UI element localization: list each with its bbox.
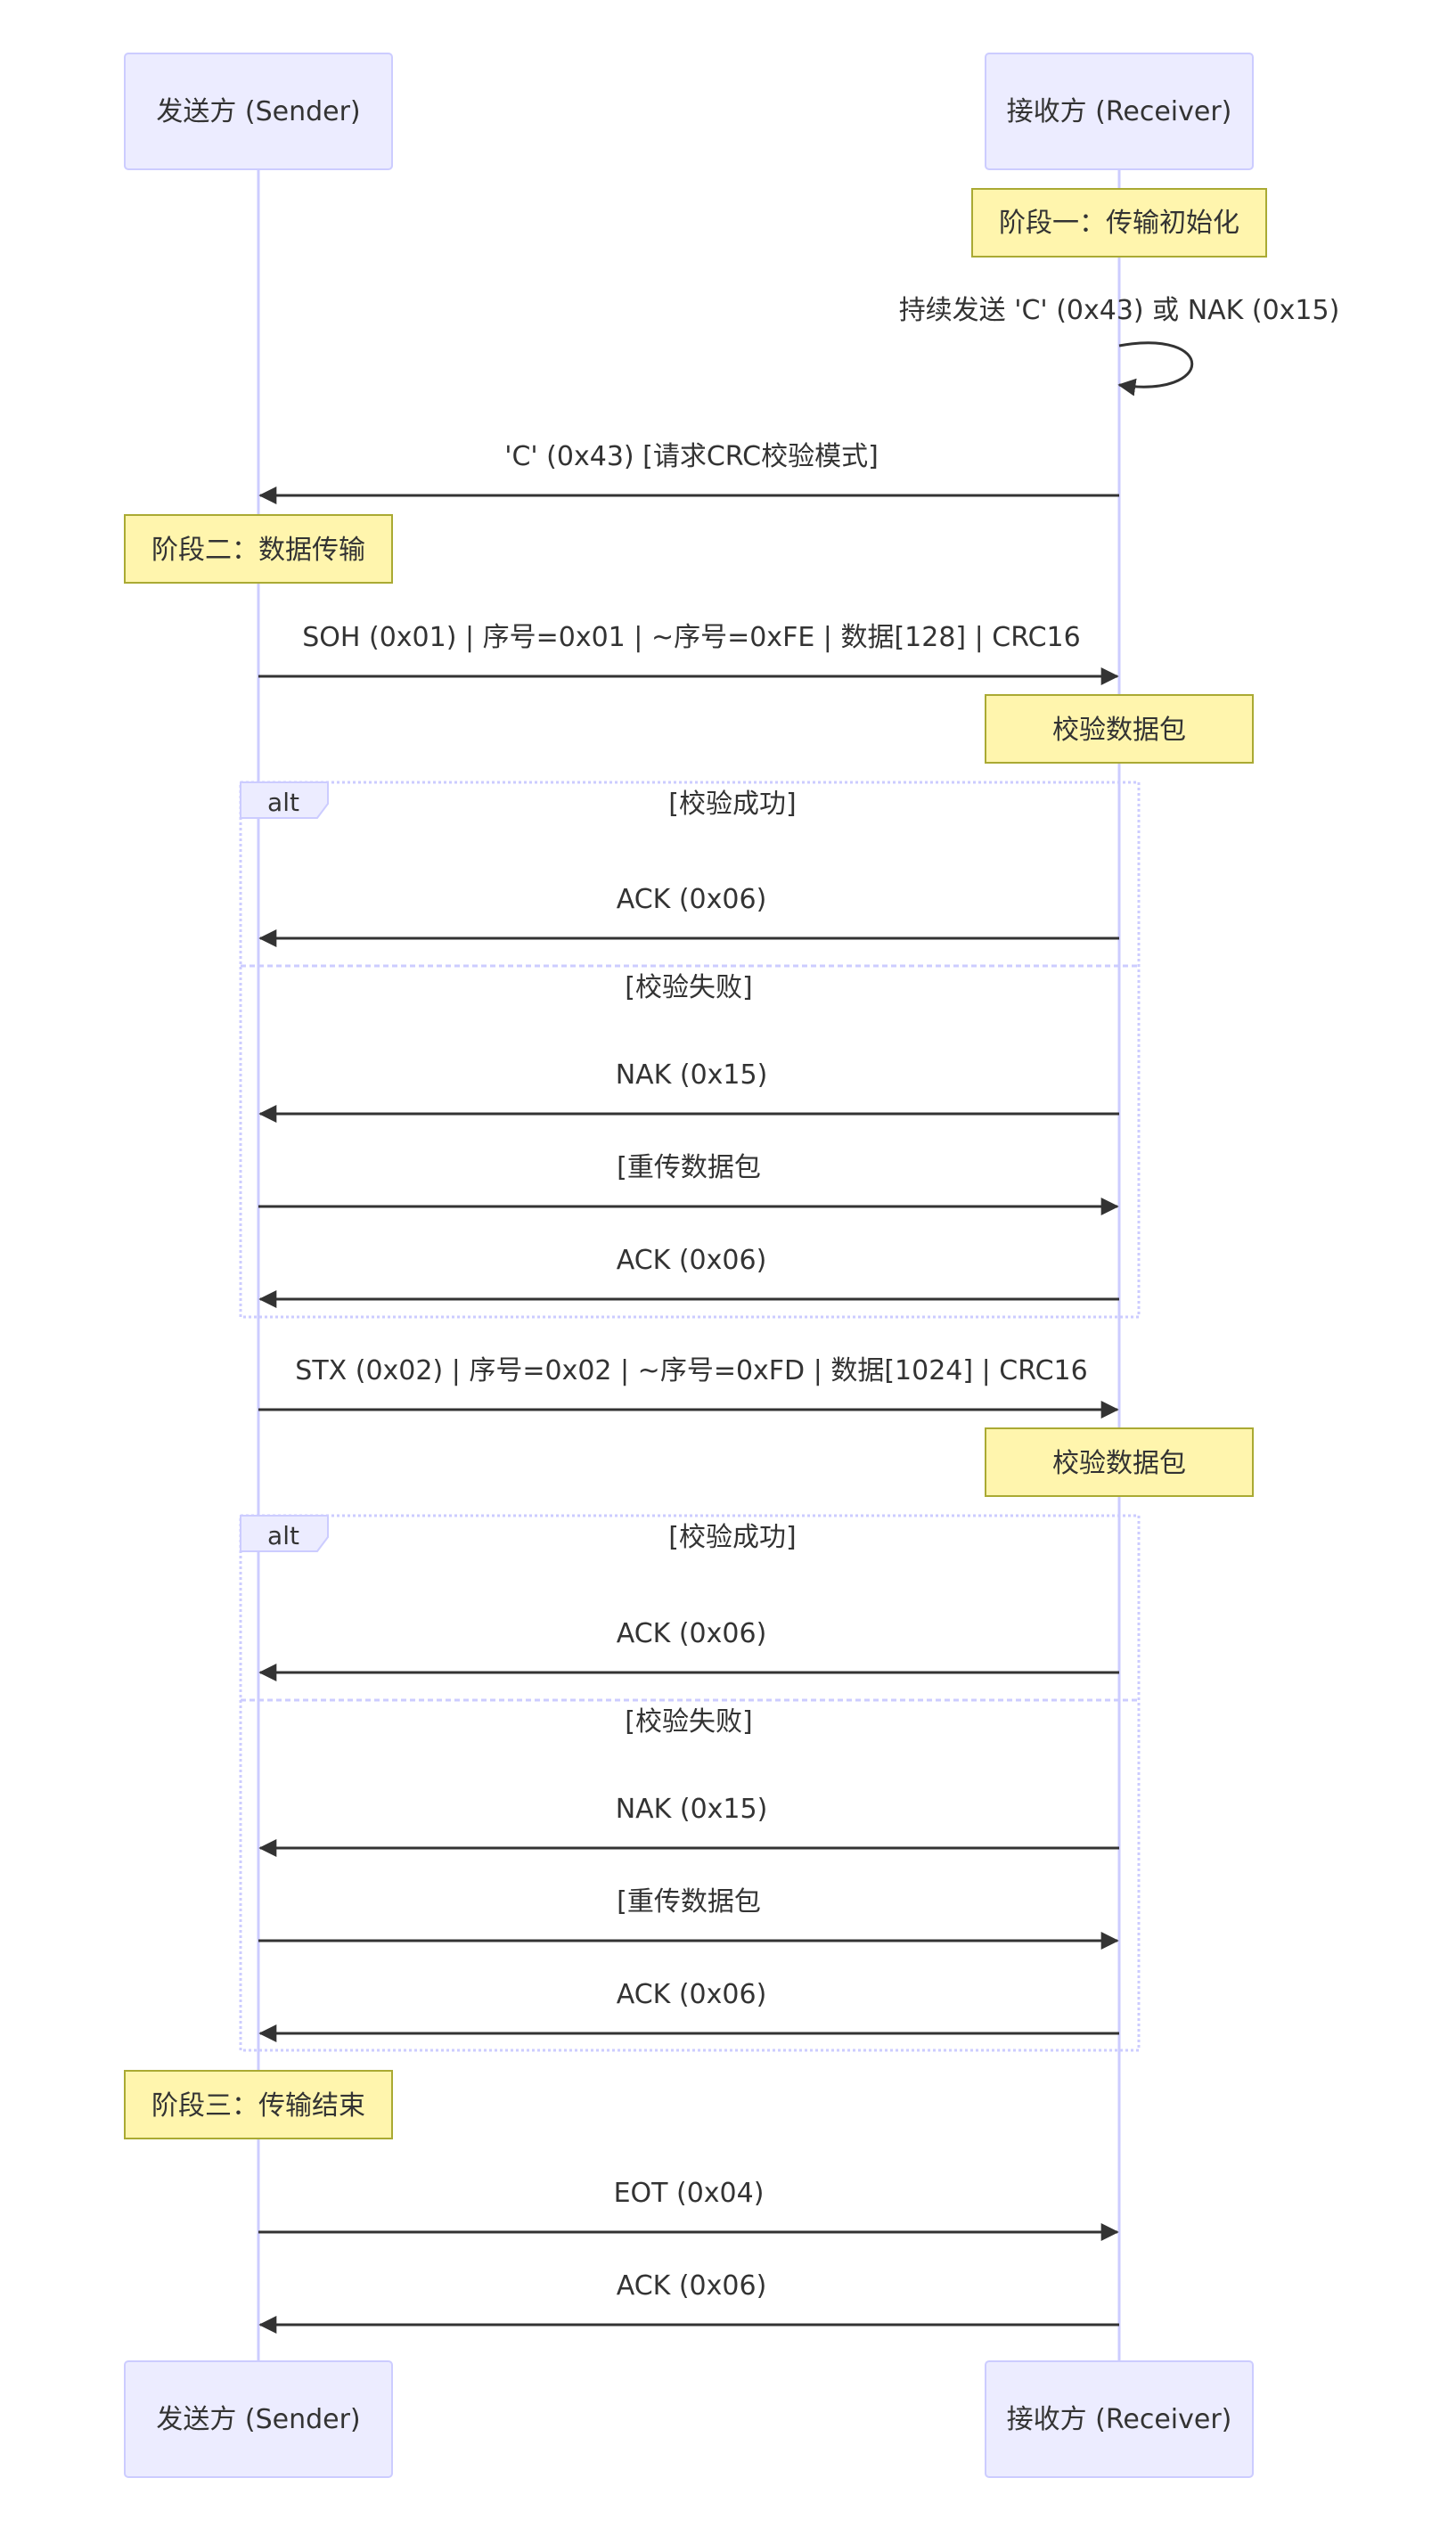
actor-receiver-bottom[interactable]: 接收方 (Receiver) bbox=[985, 2360, 1254, 2478]
note-phase3: 阶段三：传输结束 bbox=[124, 2070, 393, 2139]
alt-2-success-label: [校验成功] bbox=[668, 1522, 796, 1553]
actor-sender-bottom[interactable]: 发送方 (Sender) bbox=[124, 2360, 393, 2478]
message-self-arrow bbox=[1117, 341, 1194, 397]
actor-sender-bottom-label: 发送方 (Sender) bbox=[156, 2404, 360, 2435]
alt-block-1: alt [校验成功] ACK (0x06) [校验失败] NAK (0x15) … bbox=[239, 781, 1141, 1319]
message-soh-label: SOH (0x01) | 序号=0x01 | ~序号=0xFE | 数据[128… bbox=[302, 622, 1080, 653]
alt-1-ack-label: ACK (0x06) bbox=[617, 884, 767, 915]
note-phase1: 阶段一：传输初始化 bbox=[971, 188, 1267, 258]
message-continuous-send-label: 持续发送 'C' (0x43) 或 NAK (0x15) bbox=[899, 295, 1340, 326]
alt-2-ack-label: ACK (0x06) bbox=[617, 1618, 767, 1649]
message-eot-label: EOT (0x04) bbox=[614, 2178, 765, 2209]
message-final-ack-label: ACK (0x06) bbox=[617, 2270, 767, 2302]
actor-receiver-top[interactable]: 接收方 (Receiver) bbox=[985, 53, 1254, 170]
note-verify-2-text: 校验数据包 bbox=[1052, 1448, 1186, 1479]
alt-block-2: alt [校验成功] ACK (0x06) [校验失败] NAK (0x15) … bbox=[239, 1514, 1141, 2052]
alt-1-resend-label: [重传数据包 bbox=[617, 1152, 761, 1183]
alt-1-nak-label: NAK (0x15) bbox=[616, 1059, 768, 1091]
actor-receiver-bottom-label: 接收方 (Receiver) bbox=[1007, 2404, 1232, 2435]
alt-2-ack2-label: ACK (0x06) bbox=[617, 1979, 767, 2010]
alt-1-success-label: [校验成功] bbox=[668, 789, 796, 820]
actor-sender-top[interactable]: 发送方 (Sender) bbox=[124, 53, 393, 170]
note-verify-2: 校验数据包 bbox=[985, 1427, 1254, 1497]
actor-receiver-label: 接收方 (Receiver) bbox=[1007, 96, 1232, 127]
alt-2-resend-label: [重传数据包 bbox=[617, 1886, 761, 1918]
alt-2-nak-label: NAK (0x15) bbox=[616, 1794, 768, 1825]
alt-1-ack2-label: ACK (0x06) bbox=[617, 1245, 767, 1276]
note-verify-1-text: 校验数据包 bbox=[1052, 715, 1186, 746]
note-verify-1: 校验数据包 bbox=[985, 694, 1254, 764]
actor-sender-label: 发送方 (Sender) bbox=[156, 96, 360, 127]
message-stx-label: STX (0x02) | 序号=0x02 | ~序号=0xFD | 数据[102… bbox=[295, 1355, 1087, 1386]
alt-2-keyword: alt bbox=[267, 1521, 299, 1550]
alt-1-failure-label: [校验失败] bbox=[625, 972, 752, 1003]
note-phase2-text: 阶段二：数据传输 bbox=[151, 535, 365, 566]
alt-2-failure-label: [校验失败] bbox=[625, 1706, 752, 1738]
alt-1-keyword: alt bbox=[267, 788, 299, 817]
note-phase3-text: 阶段三：传输结束 bbox=[151, 2090, 365, 2122]
note-phase1-text: 阶段一：传输初始化 bbox=[999, 208, 1239, 239]
note-phase2: 阶段二：数据传输 bbox=[124, 514, 393, 584]
message-request-crc-label: 'C' (0x43) [请求CRC校验模式] bbox=[504, 441, 879, 472]
